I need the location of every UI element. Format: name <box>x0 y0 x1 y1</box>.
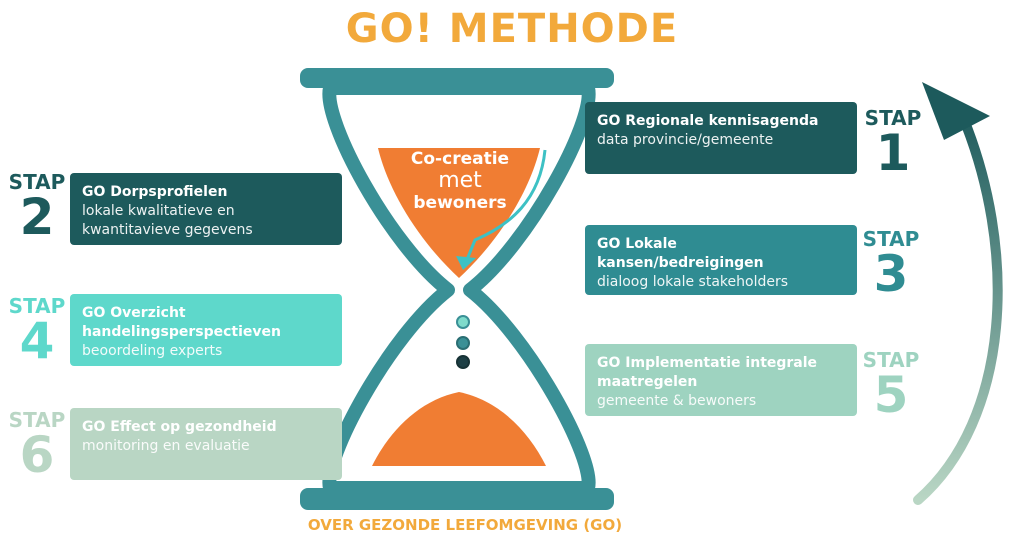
step-1-box: GO Regionale kennisagenda data provincie… <box>585 102 857 174</box>
cocreatie-line-3: bewoners <box>413 193 507 213</box>
step-2-label: STAP 2 <box>6 172 68 242</box>
upper-sand <box>378 148 540 278</box>
sand-grain <box>456 336 470 350</box>
step-6-label: STAP 6 <box>6 410 68 480</box>
step-2-subtitle: lokale kwalitatieve en kwantitavieve geg… <box>82 203 253 238</box>
cocreatie-line-2: met <box>438 168 482 193</box>
step-4-title: GO Overzicht handelingsperspectieven <box>82 305 281 340</box>
cycle-arrow <box>913 105 1003 505</box>
step-3-stap: STAP <box>862 227 920 251</box>
step-5-stap: STAP <box>862 348 920 372</box>
step-2-number: 2 <box>19 188 55 246</box>
flow-arrow <box>464 149 547 263</box>
cocreatie-label: Co-creatie met bewoners <box>385 148 535 214</box>
hourglass-frame <box>322 81 596 495</box>
step-4-stap: STAP <box>8 294 66 318</box>
lower-sand <box>372 392 546 466</box>
step-1-number: 1 <box>875 124 911 182</box>
step-6-number: 6 <box>19 426 55 484</box>
step-5-title: GO Implementatie integrale maatregelen <box>597 355 818 390</box>
step-3-number: 3 <box>873 245 909 303</box>
step-3-label: STAP 3 <box>860 229 922 299</box>
step-1-subtitle: data provincie/gemeente <box>597 132 774 148</box>
step-5-box: GO Implementatie integrale maatregelen g… <box>585 344 857 416</box>
step-5-label: STAP 5 <box>860 350 922 420</box>
step-4-label: STAP 4 <box>6 296 68 366</box>
sand-grain <box>456 315 470 329</box>
step-3-box: GO Lokale kansen/bedreigingen dialoog lo… <box>585 225 857 295</box>
cocreatie-line-1: Co-creatie <box>410 149 510 169</box>
step-5-subtitle: gemeente & bewoners <box>597 393 757 409</box>
step-3-subtitle: dialoog lokale stakeholders <box>597 274 789 290</box>
step-5-number: 5 <box>873 366 909 424</box>
step-4-number: 4 <box>19 312 55 370</box>
step-6-title: GO Effect op gezondheid <box>82 419 277 435</box>
step-4-box: GO Overzicht handelingsperspectieven beo… <box>70 294 342 366</box>
step-6-box: GO Effect op gezondheid monitoring en ev… <box>70 408 342 480</box>
step-1-title: GO Regionale kennisagenda <box>597 113 819 129</box>
sand-grain <box>456 355 470 369</box>
step-6-stap: STAP <box>8 408 66 432</box>
step-1-label: STAP 1 <box>862 108 924 178</box>
step-2-stap: STAP <box>8 170 66 194</box>
step-2-title: GO Dorpsprofielen <box>82 184 228 200</box>
step-6-subtitle: monitoring en evaluatie <box>82 438 250 454</box>
flow-arrowhead <box>456 256 476 270</box>
step-2-box: GO Dorpsprofielen lokale kwalitatieve en… <box>70 173 342 245</box>
step-1-stap: STAP <box>864 106 922 130</box>
footer-caption: OVER GEZONDE LEEFOMGEVING (GO) <box>307 516 623 534</box>
cycle-arrowhead <box>922 82 990 140</box>
step-4-subtitle: beoordeling experts <box>82 343 223 359</box>
page-title: GO! METHODE <box>345 6 679 52</box>
step-3-title: GO Lokale kansen/bedreigingen <box>597 236 764 271</box>
